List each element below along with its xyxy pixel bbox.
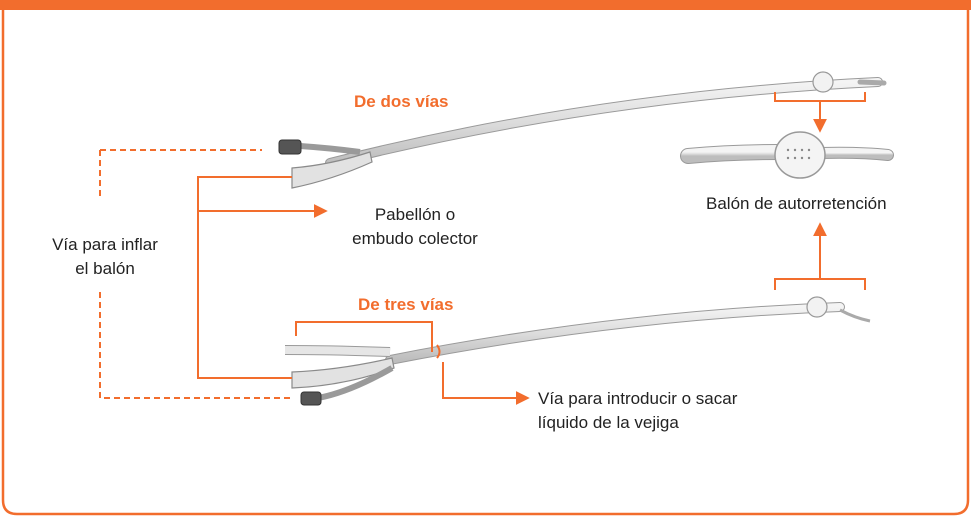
irrigation-label: Vía para introducir o sacar líquido de l… xyxy=(538,387,737,435)
two-way-catheter xyxy=(278,71,887,189)
inflate-label-line2: el balón xyxy=(75,259,135,278)
inflate-label-line1: Vía para inflar xyxy=(52,235,158,254)
inflate-label: Vía para inflar el balón xyxy=(40,233,170,281)
funnel-label-line2: embudo colector xyxy=(352,229,478,248)
frame-border xyxy=(1,8,970,516)
funnel-label: Pabellón o embudo colector xyxy=(340,203,490,251)
two-way-label: De dos vías xyxy=(354,92,449,111)
funnel-label-line1: Pabellón o xyxy=(374,205,456,224)
balloon-label: Balón de autorretención xyxy=(706,194,887,213)
three-way-label: De tres vías xyxy=(358,295,454,314)
irrigation-label-line1: Vía para introducir o sacar xyxy=(538,389,738,408)
three-way-catheter xyxy=(284,296,871,406)
irrigation-label-line2: líquido de la vejiga xyxy=(538,413,679,432)
top-band xyxy=(0,0,971,10)
balloon-enlarged xyxy=(680,131,894,179)
